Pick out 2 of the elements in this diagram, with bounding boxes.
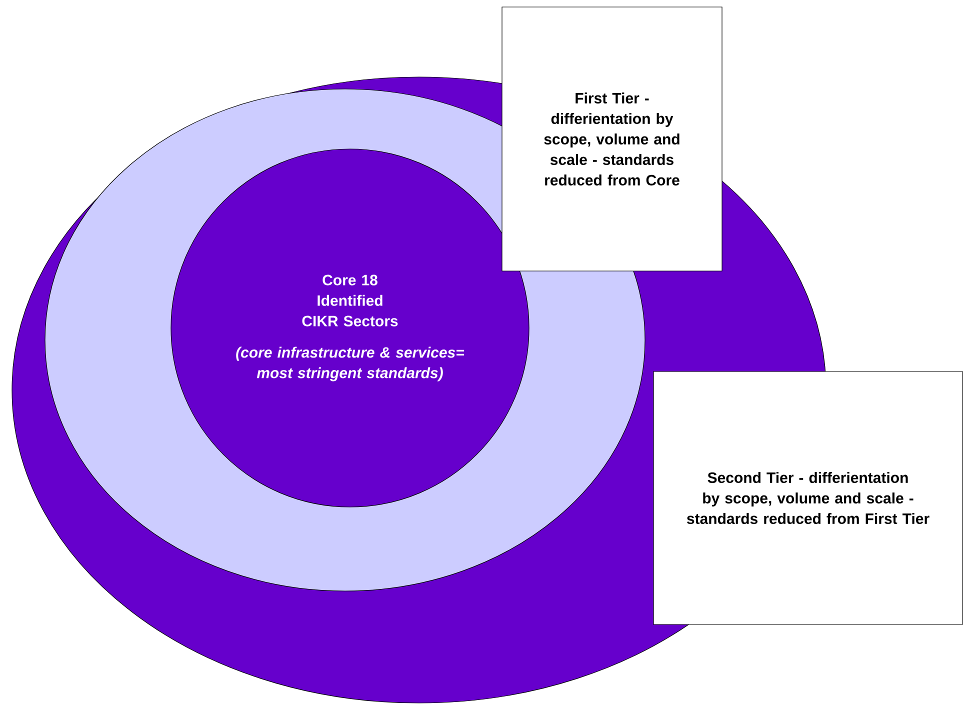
text-box: First Tier - differientation by scope, volume and scale - standards reduced from Core <box>502 6 722 272</box>
text-box: Second Tier - differientation by scope, volume and scale - standards reduced from First Tier <box>653 371 963 625</box>
